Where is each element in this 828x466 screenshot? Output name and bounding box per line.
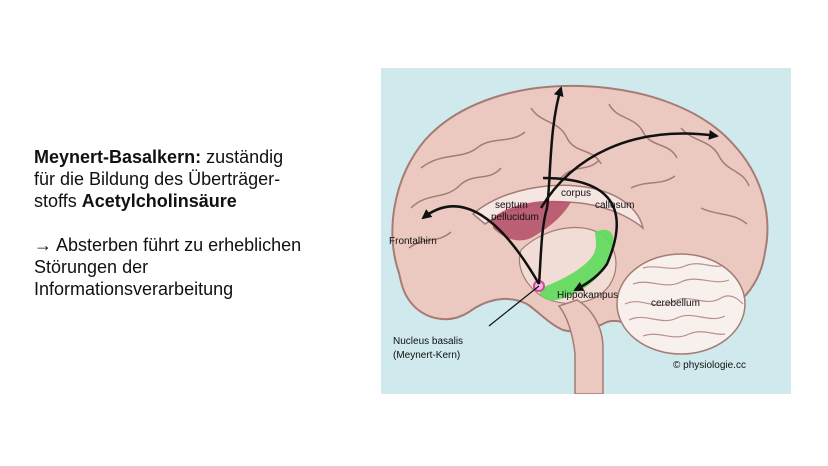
term-acetylcholin: Acetylcholinsäure: [81, 191, 237, 211]
text-line-3: stoffs Acetylcholinsäure: [34, 190, 364, 212]
label-callosum: callosum: [595, 200, 634, 211]
hippocampus: [539, 229, 614, 301]
brain-diagram: corpus callosum septum pellucidum Fronta…: [389, 84, 769, 394]
arrow-posterior: [539, 129, 719, 209]
label-septum: septum: [495, 200, 528, 211]
description-text: Meynert-Basalkern: zuständig für die Bil…: [34, 146, 364, 300]
text-line-2: für die Bildung des Überträger-: [34, 169, 281, 189]
nucleus-leader-line: [488, 285, 540, 327]
projection-arrows: [421, 86, 719, 327]
text-line-5: Störungen der: [34, 257, 149, 277]
arrow-frontal: [421, 205, 541, 285]
brain-figure: corpus callosum septum pellucidum Fronta…: [381, 68, 791, 394]
cerebellum: [616, 253, 746, 355]
label-pellucidum: pellucidum: [491, 212, 539, 223]
text-line-4: → Absterben führt zu erheblichen: [34, 235, 302, 255]
arrow-hippocampus: [542, 176, 618, 292]
term-meynert: Meynert-Basalkern:: [34, 147, 202, 167]
label-meynert-kern: (Meynert-Kern): [393, 350, 460, 361]
label-cerebellum: cerebellum: [651, 298, 700, 309]
text-line-1: Meynert-Basalkern: zuständig: [34, 146, 364, 168]
label-frontalhirn: Frontalhirn: [389, 236, 437, 247]
label-corpus: corpus: [561, 188, 591, 199]
brainstem: [557, 299, 604, 394]
arrow-up: [537, 86, 564, 285]
label-hippokampus: Hippokampus: [557, 290, 618, 301]
label-copyright: © physiologie.cc: [673, 360, 746, 371]
text-line-1-rest: zuständig: [201, 147, 284, 167]
label-nucleus-basalis: Nucleus basalis: [393, 336, 463, 347]
text-line-6: Informationsverarbeitung: [34, 279, 234, 299]
septum-pellucidum: [493, 200, 571, 241]
text-line-3-pre: stoffs: [34, 191, 82, 211]
